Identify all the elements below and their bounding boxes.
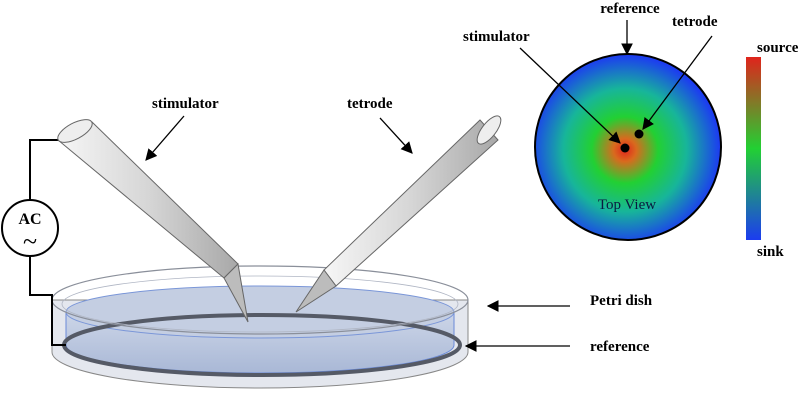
sink-label: sink: [757, 244, 784, 260]
color-bar: [746, 57, 761, 240]
tetrode-electrode: [295, 115, 502, 313]
tetrode-arrow: [379, 117, 413, 154]
stimulator-dot: [620, 143, 630, 153]
tetrode-dot: [634, 129, 644, 139]
tetrode-top-arrow: [642, 35, 713, 130]
stimulator-top-arrow: [519, 47, 621, 144]
ac-label: AC: [18, 211, 41, 228]
stimulator-electrode: [57, 119, 249, 323]
source-label: source: [757, 40, 799, 56]
stimulator-top-label: stimulator: [463, 29, 530, 45]
ac-wave-symbol: ~: [23, 227, 37, 256]
reference-top-label: reference: [600, 1, 660, 17]
ac-source-symbol: [1, 199, 59, 257]
ac-circuit: AC ~: [1, 139, 66, 346]
top-view-label: Top View: [598, 197, 656, 213]
petri-dish: [51, 265, 469, 389]
tetrode-label: tetrode: [347, 96, 393, 112]
top-view: Top View: [534, 53, 722, 241]
tetrode-top-label: tetrode: [672, 14, 718, 30]
reference-bottom-label: reference: [590, 339, 650, 355]
stimulator-label: stimulator: [152, 96, 219, 112]
stimulator-arrow: [145, 115, 185, 161]
petri-dish-label: Petri dish: [590, 293, 653, 309]
